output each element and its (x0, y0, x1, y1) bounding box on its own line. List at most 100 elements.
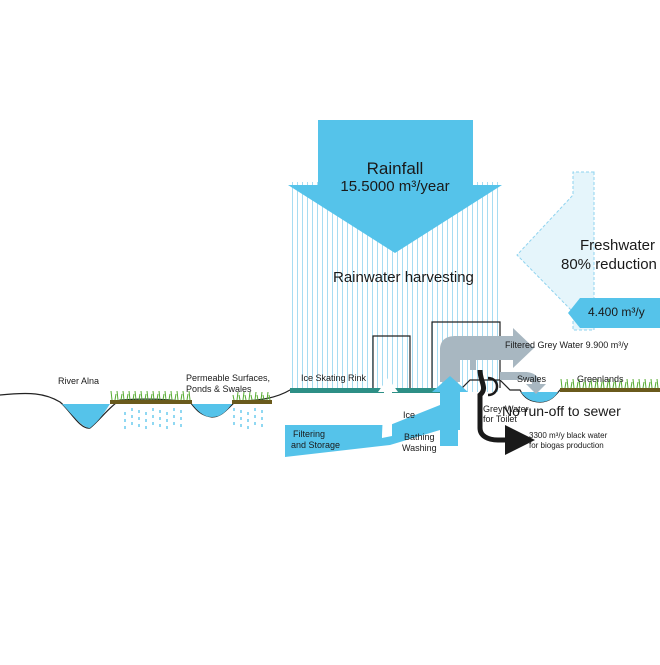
grey-water-flow-icon (440, 328, 534, 382)
grass-blade (158, 390, 161, 401)
pond-water (192, 404, 232, 417)
ice-rink-label: Ice Skating Rink (301, 373, 367, 383)
grass-blade (232, 394, 235, 401)
freshwater-title: Freshwater (580, 237, 656, 254)
grey-toilet-label-1: Grey Water (483, 404, 529, 414)
grass-blade (620, 378, 623, 389)
grass-blade (644, 378, 647, 389)
no-runoff-label: No run-off to sewer (502, 403, 621, 419)
grass-blade (576, 381, 579, 389)
grass-blade (156, 393, 159, 401)
grass-blade (122, 390, 125, 401)
grass-blade (128, 390, 131, 401)
grass-blade (584, 378, 587, 389)
grass-blade (566, 378, 569, 389)
filtered-grey-label: Filtered Grey Water 9.900 m³/y (505, 340, 629, 350)
soil-band-left (110, 400, 192, 404)
filtering-label-2: and Storage (291, 440, 341, 450)
grass-blade (180, 393, 183, 401)
grass-blade (602, 378, 605, 389)
filtering-arrow (285, 385, 458, 457)
grass-blade (642, 381, 645, 389)
grass-blade (564, 381, 567, 389)
ice-label: Ice (403, 410, 416, 420)
grass-blade (570, 381, 573, 389)
grass-blade (238, 394, 241, 401)
grass-blade (648, 381, 651, 389)
grass-blade (268, 394, 271, 401)
grass-blade (614, 378, 617, 389)
grass-blade (176, 390, 179, 401)
grass-blade (174, 393, 177, 401)
grey-toilet-label-2: for Toilet (483, 414, 517, 424)
grass-blade (170, 390, 173, 401)
rainfall-amount: 15.5000 m³/year (340, 178, 450, 195)
grass-blade (138, 393, 141, 401)
rainwater-harvesting-label: Rainwater harvesting (333, 269, 474, 286)
grass-blade (572, 378, 575, 389)
permeable-label-1: Permeable Surfaces, (186, 373, 271, 383)
building-frame-left (372, 335, 411, 388)
grass-blade (168, 393, 171, 401)
grass-blade (254, 391, 257, 401)
swales-label: Swales (517, 374, 547, 384)
grass-blade (606, 381, 609, 389)
grass-blade (236, 391, 239, 401)
grass-blade (590, 378, 593, 389)
black-water-label-2: for biogas production (529, 441, 604, 450)
swale-water (521, 392, 558, 402)
grass-blade (624, 381, 627, 389)
bathing-label-2: Washing (402, 443, 437, 453)
grass-blade (656, 378, 659, 389)
grass-blade (134, 390, 137, 401)
soil-band-mid (232, 400, 272, 404)
bathing-up-arrow (432, 376, 468, 430)
freshwater-reduction: 80% reduction (561, 256, 657, 273)
freshwater-arrow-icon (516, 171, 595, 331)
grey-arrow-to-swale (500, 372, 546, 394)
grass-blade (132, 393, 135, 401)
grass-blade (618, 381, 621, 389)
grass-blade (242, 391, 245, 401)
grass-blade (256, 394, 259, 401)
grass-blade (146, 390, 149, 401)
grass-blade (126, 393, 129, 401)
ice-flow-arrow (378, 378, 398, 438)
grass-blade (582, 381, 585, 389)
river-label: River Alna (58, 376, 100, 386)
grass-blade (654, 381, 657, 389)
grass-blade (630, 381, 633, 389)
black-water-label-1: 3300 m³/y black water (529, 431, 608, 440)
grass-blade (150, 393, 153, 401)
grass-blade (596, 378, 599, 389)
grass-blade (638, 378, 641, 389)
permeable-label-2: Ponds & Swales (186, 384, 252, 394)
rainfall-title: Rainfall (366, 159, 424, 178)
grass-blade (266, 391, 269, 401)
ice-rink-slab (290, 388, 460, 393)
black-water-pipe-icon (477, 369, 535, 455)
grass-blade (588, 381, 591, 389)
grass-blade (144, 393, 147, 401)
toilet-pipe (487, 376, 499, 397)
grass-blade (578, 378, 581, 389)
grass-blade (116, 390, 119, 401)
grass-blade (110, 390, 113, 401)
soil-band-right (560, 388, 660, 392)
grass-blade (626, 378, 629, 389)
grass-blade (188, 390, 191, 401)
rainfall-arrow-icon (288, 120, 502, 253)
grass-blade (594, 381, 597, 389)
grass-blade (244, 394, 247, 401)
infiltration-drops (124, 408, 263, 429)
grey-water-down-flow (470, 360, 476, 370)
river-water (62, 404, 110, 428)
grass-blade (600, 381, 603, 389)
grass-blade (250, 394, 253, 401)
filtering-label-1: Filtering (293, 429, 326, 439)
grass-blade (612, 381, 615, 389)
grass-blade (560, 378, 563, 389)
grass-blade (152, 390, 155, 401)
